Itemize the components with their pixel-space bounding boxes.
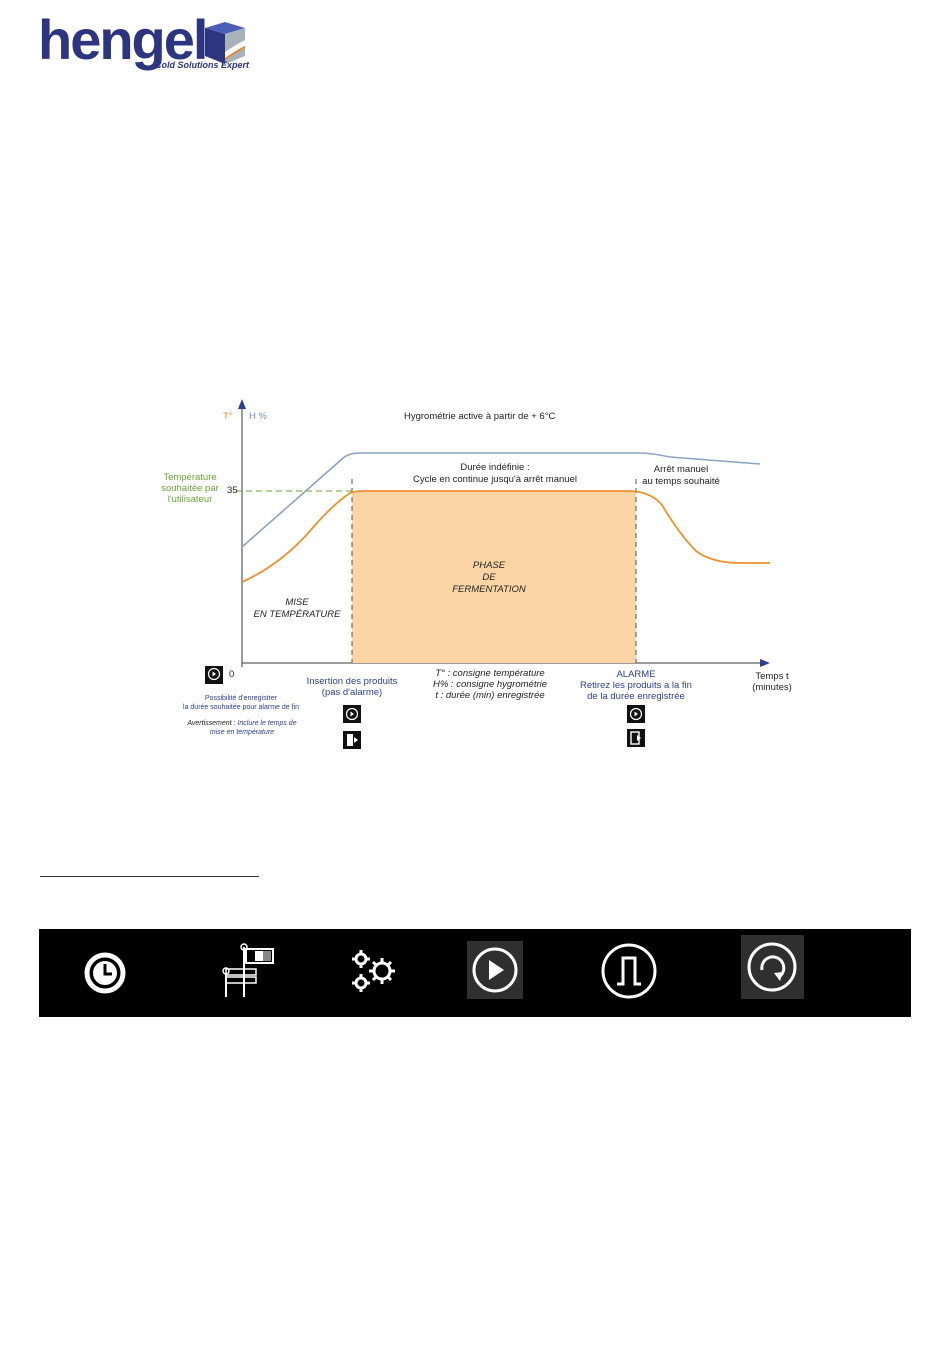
alarm-line2: de la durée enregistrée: [587, 691, 685, 702]
axis-t-label: T°: [223, 411, 233, 422]
warning-note: Avertissement : Inclure le temps de mise…: [172, 719, 312, 737]
door-enter-icon: [627, 729, 645, 747]
section-rule: [40, 876, 259, 877]
tick-0: 0: [229, 669, 235, 680]
hengel-logo: hengel Cold Solutions Expert: [38, 8, 253, 76]
duration-line2: Cycle en continue jusqu'à arrêt manuel: [413, 474, 577, 485]
start-play-icon: [205, 666, 223, 684]
time-line2: (minutes): [752, 682, 792, 693]
icon-toolbar: [39, 929, 911, 1017]
phase-line1: PHASE: [472, 560, 506, 571]
phase-label: PHASE DE FERMENTATION: [439, 560, 539, 596]
temperature-curve: [241, 490, 770, 583]
logo-cube-icon: [205, 22, 245, 64]
alarm-line1: Retirez les produits a la fin: [580, 680, 692, 691]
play-icon[interactable]: [467, 941, 523, 999]
axis-h-label: H %: [249, 411, 267, 422]
flag-settings-icon[interactable]: [219, 943, 277, 999]
target-temp-label: Température souhaitée par l'utilisateur: [152, 472, 228, 505]
tick-35: 35: [227, 485, 238, 496]
logo-tagline: Cold Solutions Expert: [155, 60, 250, 70]
insert-play-icon: [343, 705, 361, 723]
warning-rest: Inclure le temps de: [237, 720, 297, 727]
alarm-play-icon: [627, 705, 645, 723]
legend-line2: H% : consigne hygrométrie: [432, 679, 548, 690]
stop-line1: Arrêt manuel: [653, 464, 709, 475]
duration-note: Durée indéfinie : Cycle en continue jusq…: [382, 462, 608, 486]
stop-line2: au temps souhaité: [642, 476, 720, 487]
insert-line1: Insertion des produits: [306, 676, 398, 687]
possible-line1: Possibilité d'enregistrer: [204, 695, 278, 702]
legend-line3: t : durée (min) enregistrée: [435, 690, 545, 701]
pulse-step-icon[interactable]: [600, 941, 658, 1001]
phase-line2: DE: [482, 572, 496, 583]
manual-stop-note: Arrêt manuel au temps souhaité: [636, 464, 726, 488]
target-temp-line3: l'utilisateur: [167, 494, 213, 505]
diagram-graphics: [236, 399, 770, 667]
mise-label: MISE EN TEMPÉRATURE: [247, 597, 347, 621]
gears-icon[interactable]: [349, 949, 399, 995]
fermentation-diagram: T° H % Hygrométrie active à partir de + …: [150, 395, 800, 765]
mise-line2: EN TEMPÉRATURE: [253, 609, 341, 620]
insert-line2: (pas d'alarme): [321, 687, 383, 698]
clock-icon[interactable]: [81, 949, 129, 997]
mise-line1: MISE: [285, 597, 309, 608]
warning-word: Avertissement :: [187, 720, 236, 727]
duration-line1: Durée indéfinie :: [460, 462, 530, 473]
door-exit-icon: [343, 731, 361, 749]
logo-wordmark: hengel: [38, 8, 208, 71]
hygro-note: Hygrométrie active à partir de + 6°C: [404, 411, 556, 422]
alarm-note: ALARME Retirez les produits a la fin de …: [566, 669, 706, 702]
possibility-note: Possibilité d'enregistrer la durée souha…: [156, 695, 326, 712]
target-temp-line1: Température: [163, 472, 217, 483]
warning-line2: mise en température: [209, 729, 275, 736]
insertion-note: Insertion des produits (pas d'alarme): [292, 676, 412, 698]
humidity-curve: [241, 452, 761, 548]
possible-line2: la durée souhaitée pour alarme de fin: [183, 703, 299, 711]
time-axis-label: Temps t (minutes): [744, 671, 800, 693]
phase-line3: FERMENTATION: [452, 584, 526, 595]
phase-area: [352, 491, 636, 663]
refresh-icon[interactable]: [741, 935, 804, 999]
time-line1: Temps t: [755, 671, 789, 682]
legend-line1: T° : consigne température: [435, 668, 545, 679]
legend-note: T° : consigne température H% : consigne …: [415, 668, 565, 701]
alarm-title: ALARME: [616, 669, 656, 680]
target-temp-line2: souhaitée par: [161, 483, 219, 494]
